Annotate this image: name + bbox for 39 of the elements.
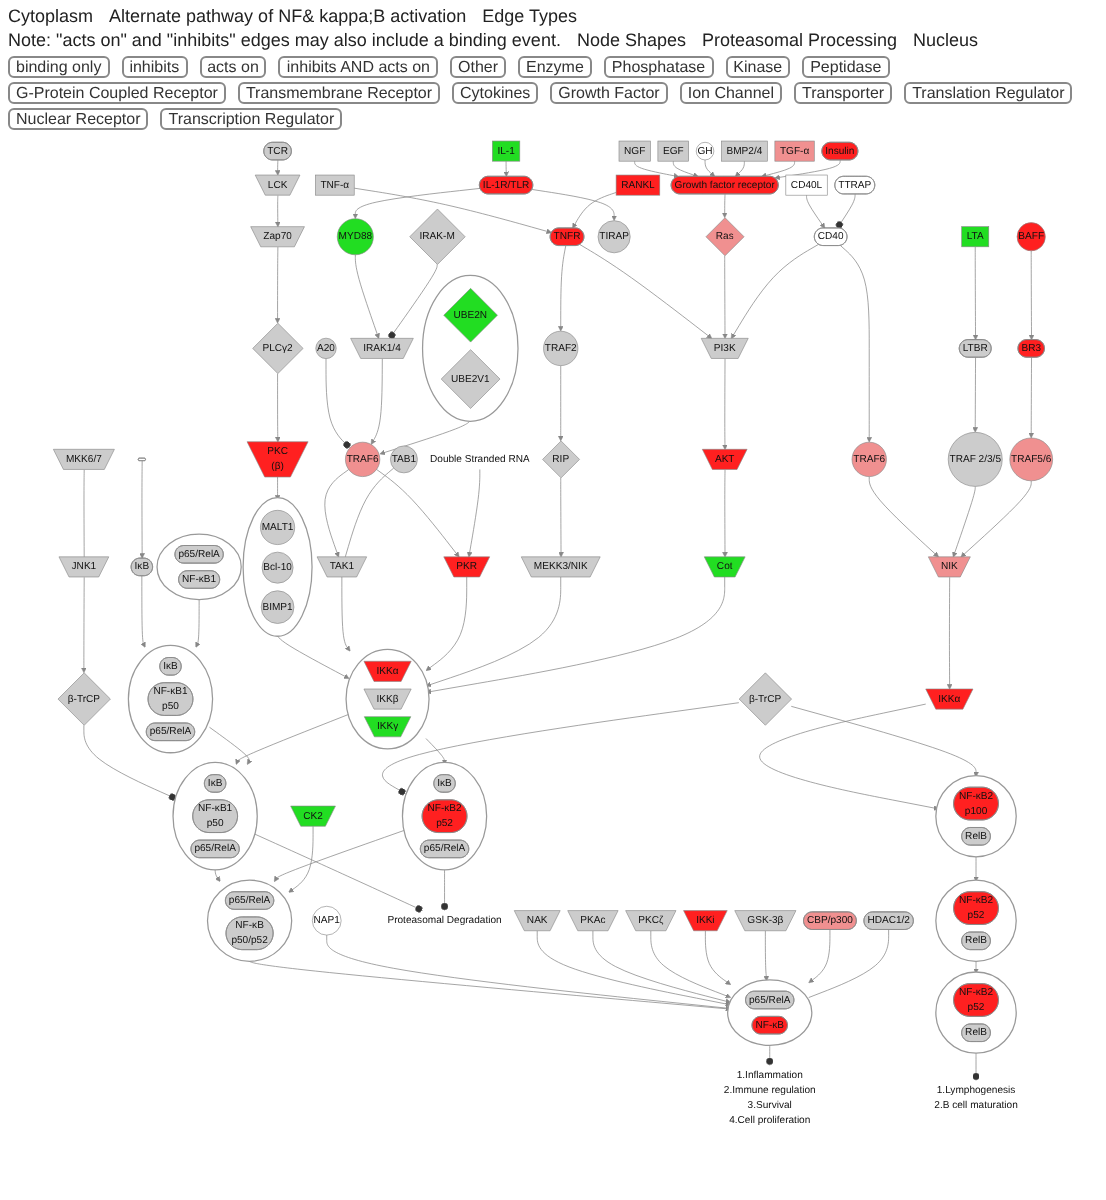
note-label: Node Shapes bbox=[576, 30, 686, 50]
cluster bbox=[172, 761, 258, 871]
cluster bbox=[206, 879, 293, 962]
legend-label: Enzyme bbox=[518, 56, 592, 78]
cluster bbox=[935, 879, 1017, 962]
legend-label: inhibits AND acts on bbox=[278, 56, 438, 78]
note-label: Proteasomal Processing bbox=[702, 30, 898, 50]
note-label: Alternate pathway of NF& kappa;B activation bbox=[109, 6, 467, 26]
legend-label: Ion Channel bbox=[679, 82, 782, 104]
legend-label: Phosphatase bbox=[603, 56, 714, 78]
legend-label: Transmembrane Receptor bbox=[237, 82, 441, 104]
cluster bbox=[421, 274, 519, 422]
legend-label: binding only bbox=[8, 56, 110, 78]
cluster bbox=[156, 533, 242, 601]
note-label: Note: "acts on" and "inhibits" edges may also include a binding event. bbox=[8, 30, 561, 50]
legend-label: Cytokines bbox=[452, 82, 539, 104]
legend-label: Growth Factor bbox=[550, 82, 668, 104]
legend-label: Peptidase bbox=[802, 56, 890, 78]
note-label: Cytoplasm bbox=[8, 6, 94, 26]
cluster bbox=[727, 979, 813, 1046]
cluster bbox=[935, 774, 1017, 858]
legend-label: acts on bbox=[199, 56, 267, 78]
legend-label: G-Protein Coupled Receptor bbox=[8, 82, 226, 104]
connector bbox=[83, 469, 85, 558]
note-label: Nucleus bbox=[913, 30, 979, 50]
cluster bbox=[401, 761, 488, 871]
cluster bbox=[935, 971, 1017, 1054]
legend-label: Translation Regulator bbox=[904, 82, 1073, 104]
cluster bbox=[127, 644, 214, 754]
cluster bbox=[242, 496, 313, 637]
legend-label: Transporter bbox=[794, 82, 893, 104]
legend-label: Transcription Regulator bbox=[160, 108, 343, 130]
note-label: Edge Types bbox=[482, 6, 577, 26]
cluster bbox=[345, 648, 430, 750]
legend-label: Kinase bbox=[725, 56, 791, 78]
legend-label: Nuclear Receptor bbox=[8, 108, 149, 130]
legend-label: Other bbox=[450, 56, 507, 78]
legend-label: inhibits bbox=[121, 56, 188, 78]
connector bbox=[344, 467, 395, 558]
